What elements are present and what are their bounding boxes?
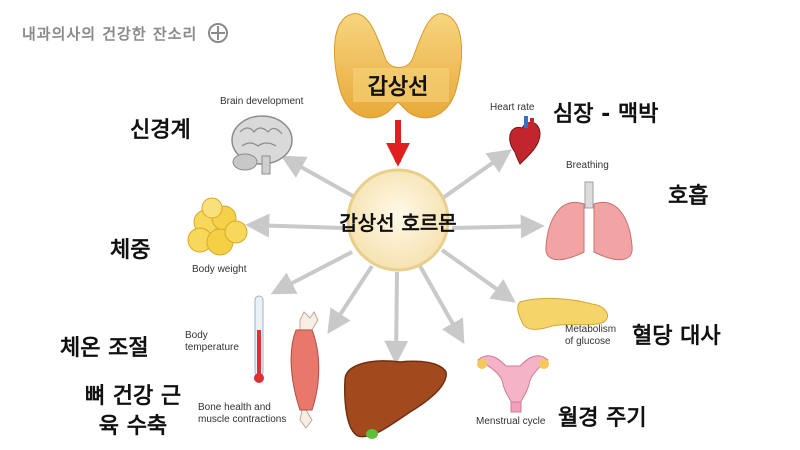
label-breathing: 호흡	[668, 184, 709, 209]
watermark-text: 내과의사의 건강한 잔소리	[22, 25, 198, 43]
caption-glucose: Metabolism of glucose	[565, 324, 617, 347]
thermometer-icon	[254, 295, 264, 383]
caption-temperature: Body temperature	[185, 330, 239, 353]
label-heart: 심장 - 맥박	[553, 102, 659, 127]
caption-breathing: Breathing	[566, 160, 609, 171]
arrow-liver	[384, 271, 409, 365]
arrow-brain	[280, 155, 361, 202]
arrow-temperature	[270, 250, 353, 295]
arrow-weight	[245, 213, 344, 238]
arrow-glucose	[440, 248, 516, 303]
caption-heart: Heart rate	[490, 102, 535, 113]
heart-icon	[509, 116, 541, 165]
hormone-circle	[346, 168, 450, 272]
fat-cells-icon	[187, 197, 248, 256]
label-glucose: 혈당 대사	[632, 324, 721, 349]
pancreas-icon	[517, 297, 608, 330]
arrow-heart	[438, 149, 512, 202]
arrow-menstrual	[418, 265, 465, 345]
muscle-bone-icon	[290, 311, 320, 429]
caption-menstrual: Menstrual cycle	[476, 416, 546, 427]
label-weight: 체중	[110, 238, 151, 263]
effect-arrows	[245, 149, 545, 365]
plus-circle-icon	[208, 23, 229, 43]
label-temperature: 체온 조절	[60, 336, 149, 361]
caption-weight: Body weight	[192, 264, 247, 275]
thyroid-label: 갑상선	[368, 75, 429, 100]
uterus-icon	[477, 355, 549, 413]
label-bone-muscle: 뼈 건강 근육 수축	[84, 384, 182, 439]
caption-brain: Brain development	[220, 96, 304, 107]
arrow-breathing	[451, 214, 545, 239]
label-nervous-system: 신경계	[130, 118, 191, 143]
hormone-label: 갑상선 호르몬	[339, 211, 456, 235]
caption-bone-muscle: Bone health and muscle contractions	[198, 402, 287, 425]
brain-icon	[231, 115, 293, 175]
watermark: 내과의사의 건강한 잔소리	[22, 22, 229, 44]
liver-icon	[344, 360, 447, 439]
thyroid-gland-icon	[333, 13, 463, 119]
label-menstrual: 월경 주기	[558, 406, 647, 431]
arrow-muscle	[327, 264, 374, 335]
lungs-icon	[545, 181, 633, 261]
